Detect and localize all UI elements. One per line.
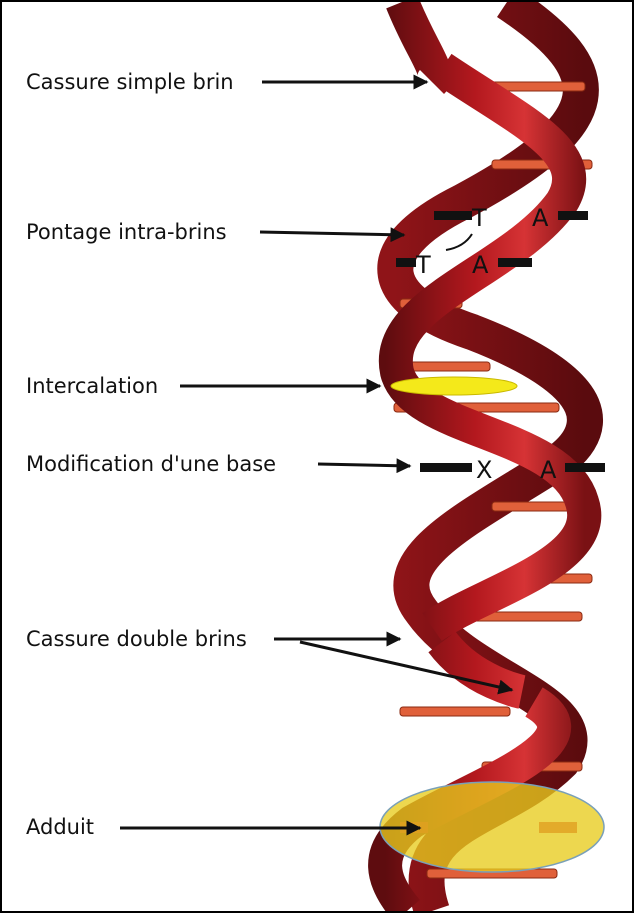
base-bar xyxy=(558,211,588,220)
base-bar xyxy=(396,258,416,267)
base-bar xyxy=(434,211,472,220)
base-T-bottom: T xyxy=(415,251,431,279)
label-double-break: Cassure double brins xyxy=(26,627,247,651)
label-base-modification: Modification d'une base xyxy=(26,452,276,476)
intercalator xyxy=(391,377,517,395)
base-A-top: A xyxy=(532,204,549,232)
base-bar xyxy=(420,463,472,472)
arrow-intra-crosslink xyxy=(260,232,404,235)
rung xyxy=(400,707,510,716)
arrow-base-modification xyxy=(318,464,410,466)
base-T-top: T xyxy=(471,204,487,232)
adduct-base xyxy=(539,822,577,833)
base-X: X xyxy=(476,456,492,484)
rung xyxy=(410,362,490,371)
base-bar xyxy=(565,463,605,472)
base-A-modified: A xyxy=(540,456,557,484)
label-intercalation: Intercalation xyxy=(26,374,158,398)
label-single-break: Cassure simple brin xyxy=(26,70,234,94)
label-adduct: Adduit xyxy=(26,815,94,839)
base-A-bottom: A xyxy=(472,251,489,279)
crosslink-bond xyxy=(446,234,472,250)
label-intra-crosslink: Pontage intra-brins xyxy=(26,220,227,244)
base-bar xyxy=(498,258,532,267)
